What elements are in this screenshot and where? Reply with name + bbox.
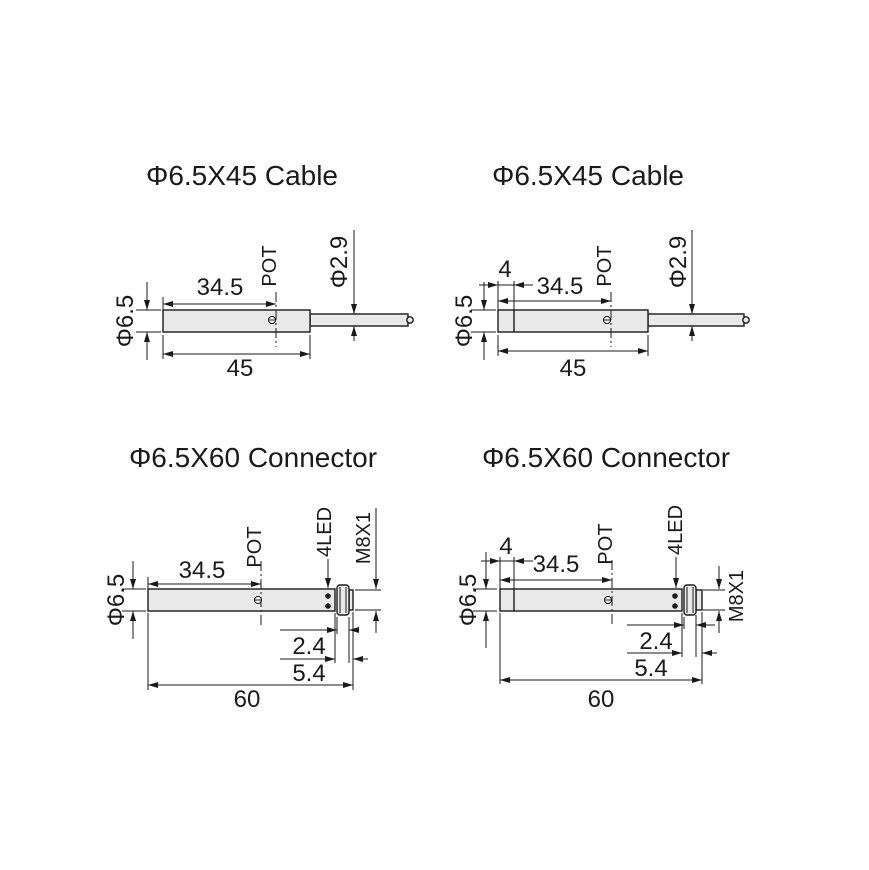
dim-cable-diameter-label: Φ2.9 — [326, 236, 353, 289]
dim-body-length-label: 45 — [560, 355, 587, 382]
dim-body-length: 60 — [147, 613, 353, 713]
drawing-top-right: Φ6.5X45 Cable POT 4 34.5 Φ6 — [451, 160, 750, 382]
dim-diameter: Φ6.5 — [455, 552, 497, 648]
led-label: 4LED — [314, 507, 336, 557]
drawing-title: Φ6.5X45 Cable — [146, 160, 338, 191]
dim-body-length: 45 — [162, 335, 311, 382]
dim-cable-diameter: Φ2.9 — [665, 230, 695, 341]
dim-connector-length-label: 5.4 — [292, 660, 325, 687]
pot-label: POT — [594, 245, 616, 286]
drawing-bottom-left: Φ6.5X60 Connector POT 4LED 34.5 Φ — [103, 442, 381, 713]
pot-screw-icon — [267, 292, 277, 347]
dim-face-width-label: 4 — [498, 256, 511, 283]
dim-pot-offset: 34.5 — [498, 273, 611, 304]
dim-cable-diameter: Φ2.9 — [326, 230, 357, 341]
connector-ring — [683, 584, 697, 616]
dim-diameter-label: Φ6.5 — [112, 295, 139, 348]
dim-pot-offset-label: 34.5 — [179, 557, 226, 584]
dim-cable-diameter-label: Φ2.9 — [665, 236, 692, 289]
led-dot — [325, 593, 331, 599]
pot-label: POT — [595, 523, 617, 564]
connector-end — [695, 589, 703, 611]
dim-body-length: 60 — [499, 613, 702, 713]
dim-thread: M8X1 — [703, 566, 748, 633]
dim-pot-offset-label: 34.5 — [537, 273, 584, 300]
dim-ring-width-label: 2.4 — [639, 628, 672, 655]
connector-ring — [336, 584, 350, 616]
drawing-top-left: Φ6.5X45 Cable POT 34.5 Φ6.5 Φ2.9 — [112, 160, 414, 382]
drawing-title: Φ6.5X60 Connector — [129, 442, 377, 473]
pot-screw-icon — [602, 292, 612, 347]
dim-pot-offset: 34.5 — [500, 551, 612, 583]
drawing-title: Φ6.5X60 Connector — [482, 442, 730, 473]
pot-label: POT — [259, 245, 281, 286]
pot-screw-icon — [603, 560, 613, 625]
dim-body-length-label: 60 — [588, 686, 615, 713]
led-callout: 4LED — [314, 507, 336, 588]
dim-ring-width-label: 2.4 — [292, 633, 325, 660]
dim-face-width-label: 4 — [499, 533, 512, 560]
pot-screw-icon — [253, 561, 263, 625]
dim-diameter: Φ6.5 — [451, 282, 496, 360]
dim-diameter-label: Φ6.5 — [103, 574, 130, 627]
dim-face-width: 4 — [479, 256, 533, 310]
dim-thread: M8X1 — [353, 508, 381, 633]
dim-face-width: 4 — [481, 533, 533, 589]
dim-diameter-label: Φ6.5 — [451, 295, 478, 348]
dim-diameter: Φ6.5 — [103, 561, 146, 639]
sensor-body — [497, 309, 649, 333]
dim-pot-offset: 34.5 — [162, 274, 276, 310]
sensor-body — [147, 588, 336, 612]
led-label: 4LED — [665, 505, 687, 555]
sensor-body — [162, 309, 311, 333]
led-dot — [672, 593, 678, 599]
sensor-body — [499, 588, 683, 612]
drawing-title: Φ6.5X45 Cable — [492, 160, 684, 191]
dim-body-length: 45 — [497, 335, 649, 382]
cable-tip — [406, 316, 414, 324]
thread-label: M8X1 — [726, 570, 748, 622]
cable — [647, 313, 745, 327]
led-callout: 4LED — [665, 505, 687, 588]
dim-body-length-label: 60 — [234, 686, 261, 713]
cable — [309, 313, 409, 327]
dim-diameter-label: Φ6.5 — [455, 574, 482, 627]
dim-pot-offset-label: 34.5 — [197, 274, 244, 301]
drawing-bottom-right: Φ6.5X60 Connector POT 4LED 4 — [455, 442, 748, 713]
dim-diameter: Φ6.5 — [112, 282, 161, 360]
dim-body-length-label: 45 — [227, 355, 254, 382]
dim-pot-offset: 34.5 — [147, 557, 261, 589]
pot-label: POT — [244, 526, 266, 567]
dim-connector-length-label: 5.4 — [634, 655, 667, 682]
dim-ring-width: 2.4 — [280, 617, 359, 663]
cable-tip — [742, 316, 750, 324]
led-dot — [672, 603, 678, 609]
dim-ring-width: 2.4 — [627, 615, 715, 657]
led-dot — [325, 603, 331, 609]
thread-label: M8X1 — [353, 512, 375, 564]
dim-pot-offset-label: 34.5 — [533, 551, 580, 578]
